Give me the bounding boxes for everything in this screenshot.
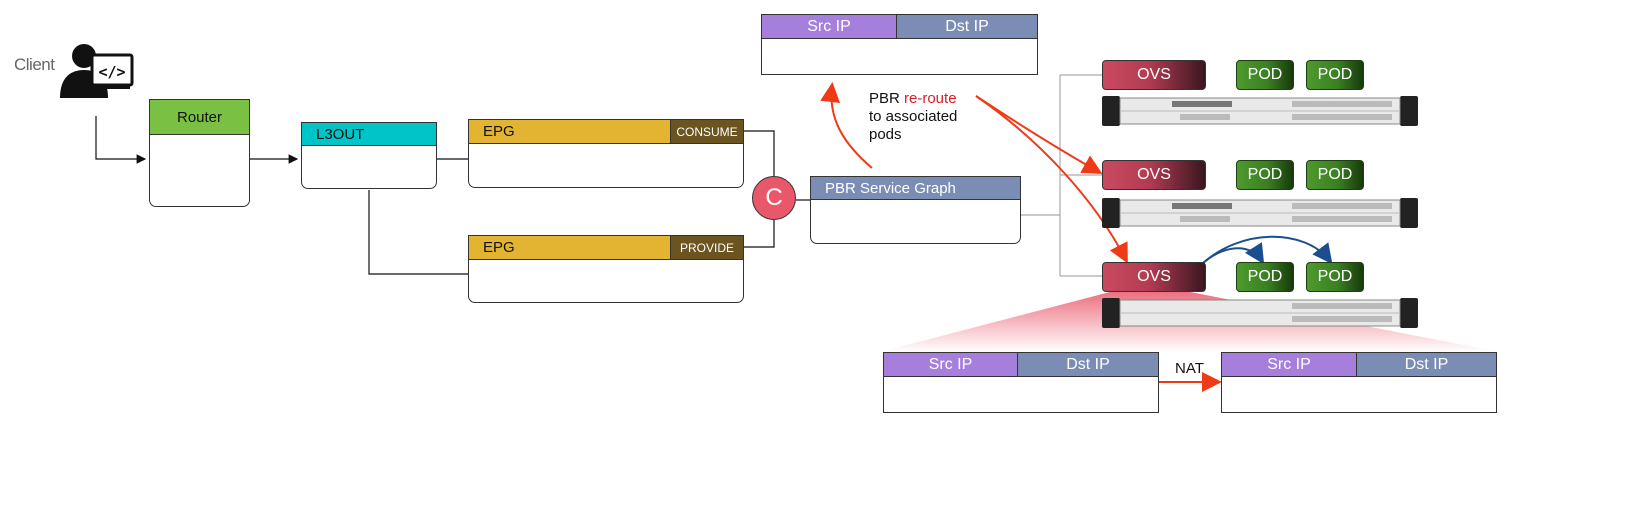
pod-label: POD bbox=[1247, 268, 1283, 285]
note-highlight: re-route bbox=[904, 90, 957, 107]
pod-3-2[interactable]: POD bbox=[1306, 262, 1364, 292]
pod-1-2[interactable]: POD bbox=[1306, 60, 1364, 90]
ovs-to-pod2-arrow bbox=[1200, 235, 1333, 266]
pod-label: POD bbox=[1317, 66, 1353, 83]
nat-label: NAT bbox=[1175, 360, 1204, 377]
router-header: Router bbox=[149, 99, 250, 135]
pbr-service-graph-label: PBR Service Graph bbox=[825, 179, 956, 197]
top-packet-dst-ip: Dst IP bbox=[896, 14, 1038, 39]
pod-3-1[interactable]: POD bbox=[1236, 262, 1294, 292]
l3out-header: L3OUT bbox=[301, 122, 437, 146]
provide-to-contract-line bbox=[744, 220, 775, 248]
epg-consume-label: EPG bbox=[483, 123, 515, 140]
nat-before-dst-ip: Dst IP bbox=[1017, 352, 1159, 377]
nat-before-src-ip: Src IP bbox=[883, 352, 1018, 377]
note-prefix: PBR bbox=[869, 90, 905, 107]
pbr-service-graph-header: PBR Service Graph bbox=[810, 176, 1021, 200]
reroute-arrow-ovs2 bbox=[975, 95, 1103, 174]
pod-label: POD bbox=[1317, 166, 1353, 183]
client-label: Client bbox=[14, 55, 55, 74]
ovs-label-1: OVS bbox=[1137, 66, 1171, 83]
reroute-arrow-ovs3 bbox=[975, 95, 1128, 264]
server-chassis-icon bbox=[1102, 198, 1418, 228]
ovs-label-3: OVS bbox=[1137, 268, 1171, 285]
pod-2-1[interactable]: POD bbox=[1236, 160, 1294, 190]
note-line3: pods bbox=[869, 126, 902, 143]
pod-label: POD bbox=[1247, 166, 1283, 183]
router-label: Router bbox=[176, 108, 223, 126]
contract-label: C bbox=[765, 184, 783, 211]
server-chassis-icon bbox=[1102, 298, 1418, 328]
epg-provide-label: EPG bbox=[483, 239, 515, 256]
nat-after-dst-ip: Dst IP bbox=[1356, 352, 1497, 377]
provide-tag-label: PROVIDE bbox=[679, 240, 734, 255]
contract-node[interactable]: C bbox=[752, 176, 796, 220]
pbr-to-packet-arrow bbox=[820, 82, 873, 169]
developer-user-icon: </> bbox=[60, 44, 134, 98]
pbr-reroute-note: PBR re-route to associated pods bbox=[869, 90, 957, 144]
top-packet-src-ip: Src IP bbox=[761, 14, 897, 39]
top-packet-dst-label: Dst IP bbox=[945, 17, 989, 35]
pod-label: POD bbox=[1247, 66, 1283, 83]
top-packet-src-label: Src IP bbox=[807, 17, 851, 35]
pod-1-1[interactable]: POD bbox=[1236, 60, 1294, 90]
svg-text:</>: </> bbox=[98, 63, 125, 81]
ovs-node-3[interactable]: OVS bbox=[1102, 262, 1206, 292]
nat-before-dst-label: Dst IP bbox=[1066, 355, 1110, 373]
nat-before-src-label: Src IP bbox=[928, 355, 973, 373]
ovs-label-2: OVS bbox=[1137, 166, 1171, 183]
consume-tag: CONSUME bbox=[670, 119, 744, 144]
consume-to-contract-line bbox=[744, 130, 775, 176]
server-chassis-icon bbox=[1102, 96, 1418, 126]
l3out-to-epg-provide-line bbox=[368, 190, 468, 275]
nat-after-src-label: Src IP bbox=[1267, 355, 1311, 373]
consume-tag-label: CONSUME bbox=[676, 124, 738, 139]
nat-after-src-ip: Src IP bbox=[1221, 352, 1357, 377]
l3out-label: L3OUT bbox=[316, 125, 365, 143]
pod-2-2[interactable]: POD bbox=[1306, 160, 1364, 190]
client-to-router-line bbox=[95, 116, 147, 164]
note-line2: to associated bbox=[869, 108, 958, 125]
pod-label: POD bbox=[1317, 268, 1353, 285]
ovs-node-1[interactable]: OVS bbox=[1102, 60, 1206, 90]
nat-after-dst-label: Dst IP bbox=[1404, 355, 1449, 373]
ovs-node-2[interactable]: OVS bbox=[1102, 160, 1206, 190]
provide-tag: PROVIDE bbox=[670, 235, 744, 260]
